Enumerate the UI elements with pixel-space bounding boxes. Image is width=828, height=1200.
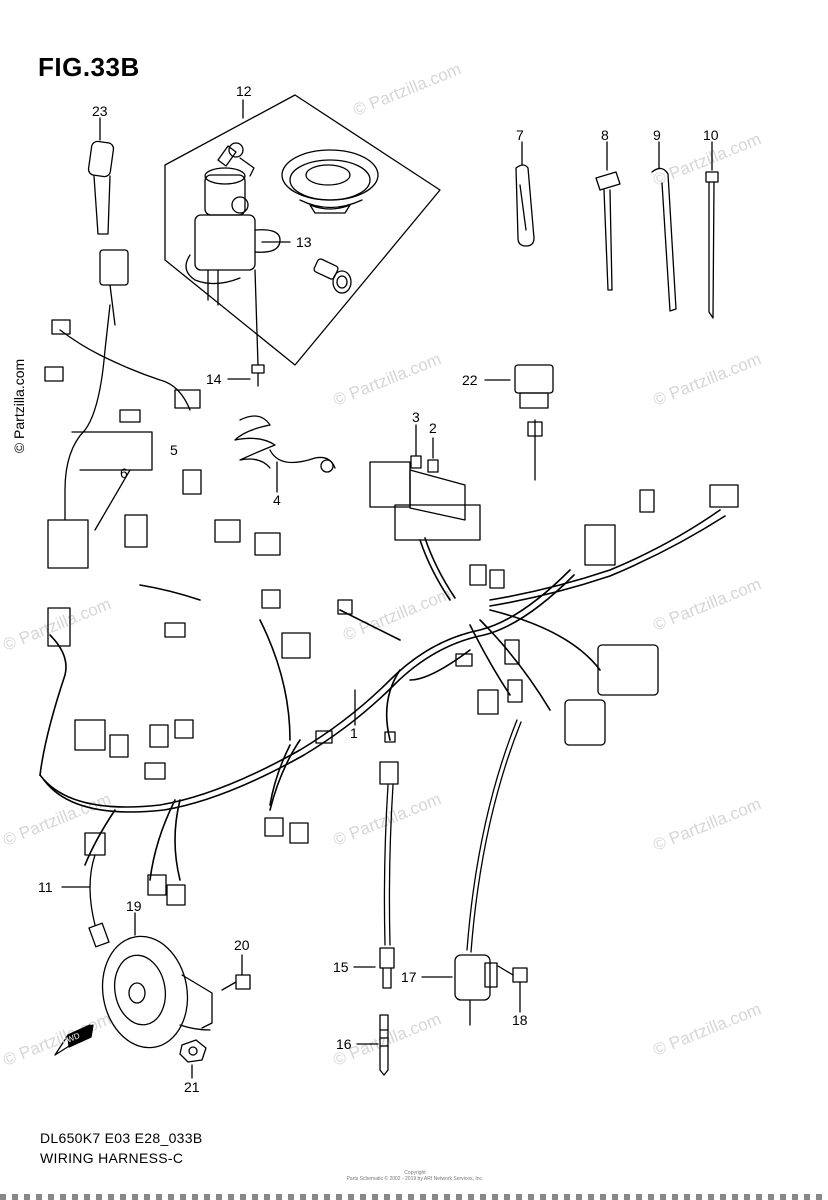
callout-19: 19 <box>126 898 142 914</box>
callout-22: 22 <box>462 372 478 388</box>
callout-5: 5 <box>170 442 178 458</box>
callout-16: 16 <box>336 1036 352 1052</box>
callout-23: 23 <box>92 103 108 119</box>
callout-12: 12 <box>236 83 252 99</box>
lock-cylinder <box>313 258 352 294</box>
callout-2: 2 <box>429 420 437 436</box>
callout-1: 1 <box>350 725 358 741</box>
part-16 <box>356 1014 389 1076</box>
figure-name: WIRING HARNESS-C <box>40 1150 184 1166</box>
ignition-switch <box>185 142 281 306</box>
copyright-notice: Copyright Parts Schematic © 2002 - 2019 … <box>345 1170 485 1182</box>
switch-17 <box>421 719 522 1026</box>
callout-13: 13 <box>296 234 312 250</box>
callout-4: 4 <box>273 492 281 508</box>
lead-wire-11 <box>61 832 110 948</box>
bottom-dashed-border <box>0 1194 828 1200</box>
ignition-set-box <box>164 94 441 366</box>
harness-connectors <box>47 469 739 906</box>
callout-14: 14 <box>206 371 222 387</box>
fuses <box>410 424 439 473</box>
callout-7: 7 <box>516 127 524 143</box>
horn-nut <box>179 1039 207 1079</box>
callout-17: 17 <box>401 969 417 985</box>
cable-tie-8 <box>595 141 621 291</box>
callout-21: 21 <box>184 1079 200 1095</box>
cable-tie-10 <box>705 141 719 319</box>
fuse-box <box>369 461 481 541</box>
cable-tie-9 <box>651 141 677 312</box>
horn <box>101 912 213 1049</box>
harness-5-6 <box>44 249 201 569</box>
callout-15: 15 <box>333 959 349 975</box>
callout-20: 20 <box>234 937 250 953</box>
fwd-arrow <box>54 1024 94 1056</box>
callout-6: 6 <box>120 465 128 481</box>
relay <box>484 364 554 481</box>
clamp-7 <box>515 141 535 247</box>
bolt-18 <box>497 965 528 1013</box>
callout-10: 10 <box>703 127 719 143</box>
callout-3: 3 <box>412 409 420 425</box>
screw <box>227 364 265 387</box>
copyright-line-2: Parts Schematic © 2002 - 2019 by ARI Net… <box>346 1176 484 1182</box>
key <box>87 117 115 235</box>
callout-9: 9 <box>653 127 661 143</box>
sensor-15 <box>353 784 395 989</box>
copyright-line-1: Copyright <box>404 1170 426 1176</box>
callout-18: 18 <box>512 1012 528 1028</box>
horn-bolt <box>221 954 251 991</box>
fuel-cap <box>281 149 379 214</box>
spring <box>234 415 336 493</box>
callout-11: 11 <box>38 879 53 895</box>
callout-8: 8 <box>601 127 609 143</box>
main-harness <box>39 509 726 881</box>
figure-code: DL650K7 E03 E28_033B <box>40 1130 203 1146</box>
figure-title: FIG.33B <box>38 52 140 82</box>
